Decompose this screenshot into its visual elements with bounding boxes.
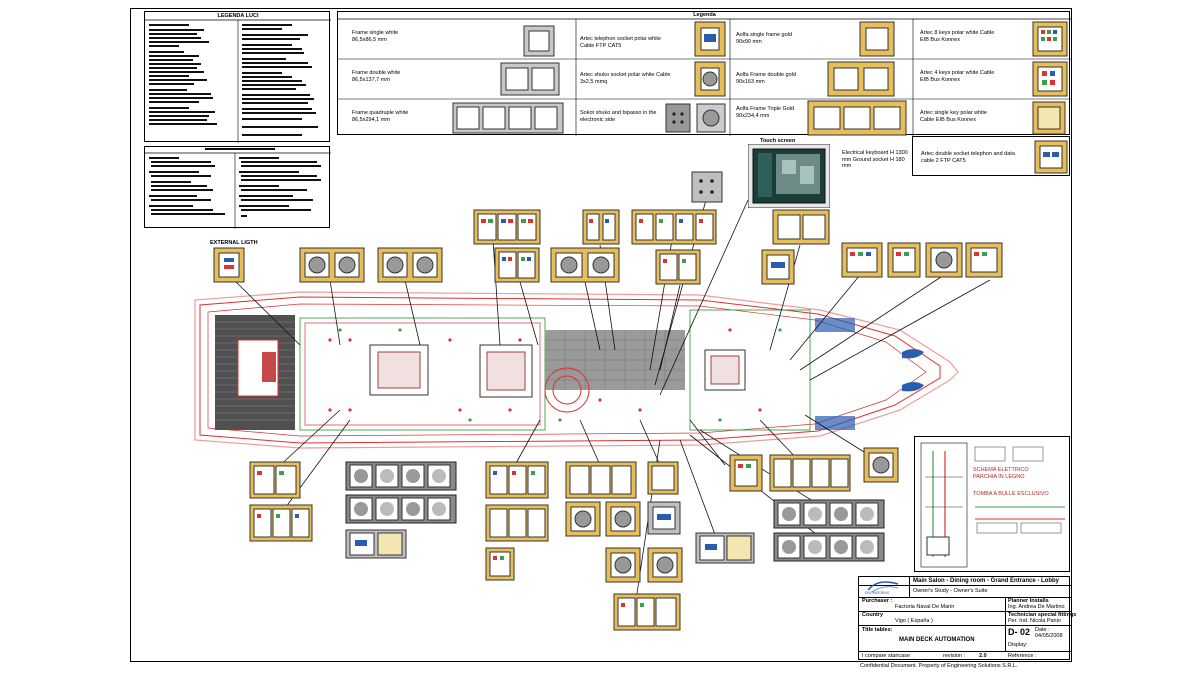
planner-label: Planner Installs: [1008, 598, 1049, 604]
revision-value: 2.0: [979, 653, 987, 659]
touch-screen-panel[interactable]: [748, 144, 830, 208]
display-label: Display:: [1008, 642, 1028, 648]
company-logo: [867, 581, 899, 593]
lights-legend-panel: LEGENDA LUCI: [144, 11, 331, 143]
legend-data-socket-label: Artec double socket telephon and data ca…: [921, 151, 1015, 164]
company-name: ENGINEERING: [865, 591, 890, 595]
legend-gold-single: Aolfa single frame gold 90x90 mm: [736, 32, 792, 45]
title-label: Title tables:: [862, 627, 893, 633]
legend-keypad-1: Artec single key polar white Cable EIB B…: [920, 110, 987, 123]
legend-socket-bipasso: Sokot shuko and bipasso in the electroni…: [580, 110, 657, 123]
title-value: MAIN DECK AUTOMATION: [899, 637, 975, 643]
planner-value: Ing. Andrea De Martino: [1008, 604, 1065, 610]
revision-label: revision :: [943, 653, 966, 659]
technician-label: Technician special fittings: [1008, 612, 1077, 618]
legend-keypad-4: Artec 4 keys polar white Cable EIB Bus K…: [920, 70, 995, 83]
legend-keypad-8: Artec 8 keys polar white Cable EIB Bus K…: [920, 30, 995, 43]
confidential-note: Confidential Document. Property of Engin…: [860, 663, 1018, 669]
legenda-title: Legenda: [693, 12, 716, 18]
fixtures-legend-text-lines: [145, 148, 331, 229]
reference-label: Reference :: [1008, 653, 1037, 659]
external-light-label: EXTERNAL LIGTH: [210, 240, 258, 246]
inset-title-1: SCHEMA ELETTRICO PARCHIA IN LEGNO: [973, 467, 1029, 480]
legenda-grid: [338, 18, 1071, 136]
lights-legend-text-lines: [145, 19, 331, 143]
legend-data-socket-row: Artec double socket telephon and data ca…: [912, 136, 1070, 176]
technician-value: Per. Ind. Nicola Panio: [1008, 618, 1061, 624]
country-label: Country: [862, 612, 884, 618]
touch-screen-label: Touch screen: [760, 138, 796, 144]
lights-legend-title: LEGENDA LUCI: [217, 13, 259, 19]
data-socket-icon: [1034, 140, 1068, 174]
drawing-number: D- 02: [1008, 627, 1031, 637]
legend-frame-single: Frame single white 86,5x86,5 mm: [352, 30, 399, 43]
rooms-line-1: Main Salon - Dining room - Grand Entranc…: [913, 578, 1060, 584]
inset-schematic-lines: [920, 442, 1065, 568]
legend-socket-shuko: Artec shuko socket polar white Cable 3x2…: [580, 72, 671, 85]
title-block: ENGINEERING Main Salon - Dining room - G…: [858, 576, 1076, 660]
legenda-table: Legenda: [337, 11, 1071, 136]
purchaser-value: Factoria Naval De Marin: [895, 604, 955, 610]
legend-frame-quad: Frame quadruple white 86,5x294,1 mm: [352, 110, 409, 123]
date-value: 04/05/2008: [1035, 633, 1063, 639]
legend-gold-double: Aolfa Frame double gold 90x163 mm: [736, 72, 796, 85]
legend-gold-triple: Aolfa Frame Triple Gold 90x234,4 mm: [736, 106, 795, 119]
rooms-line-2: Owner's Study - Owner's Suite: [913, 588, 988, 594]
legend-socket-telephon: Artec telephon socket polar white Cable …: [580, 36, 662, 49]
module-external-light: [213, 247, 245, 283]
country-value: Vigo ( Espaňa ): [895, 618, 933, 624]
purchaser-label: Purchaser :: [862, 598, 893, 604]
legend-frame-double: Frame double white 86,5x137,7 mm: [352, 70, 401, 83]
date-label: Date :: [1035, 627, 1050, 633]
fixtures-legend-panel: [144, 146, 331, 229]
keyboard-note: Electrical keyboard H 1300 mm Ground soc…: [842, 150, 908, 169]
inset-title-2: TOMBA A BULLE ESCLUSIVO: [973, 491, 1049, 497]
inset-schematic: SCHEMA ELETTRICO PARCHIA IN LEGNO TOMBA …: [914, 436, 1070, 572]
scale-label: I compare staircase: [862, 653, 910, 659]
